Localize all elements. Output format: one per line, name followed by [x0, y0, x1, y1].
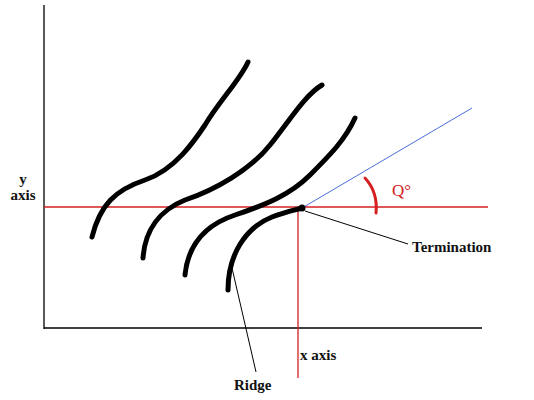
vertical-reference [297, 207, 298, 378]
horizontal-reference [44, 206, 488, 207]
y-axis-line [43, 5, 44, 329]
ridges [92, 62, 355, 290]
axis-label: x axis [300, 348, 336, 364]
x-axis-line [44, 327, 482, 328]
angle-label: Q° [392, 182, 411, 200]
part-label: Ridge [234, 378, 272, 394]
leader-line [232, 268, 256, 372]
part-label: Termination [412, 240, 491, 256]
leader-line [305, 211, 408, 244]
angle-arc [365, 178, 376, 213]
axis-label: y axis [6, 172, 40, 204]
termination-dot [299, 205, 306, 212]
